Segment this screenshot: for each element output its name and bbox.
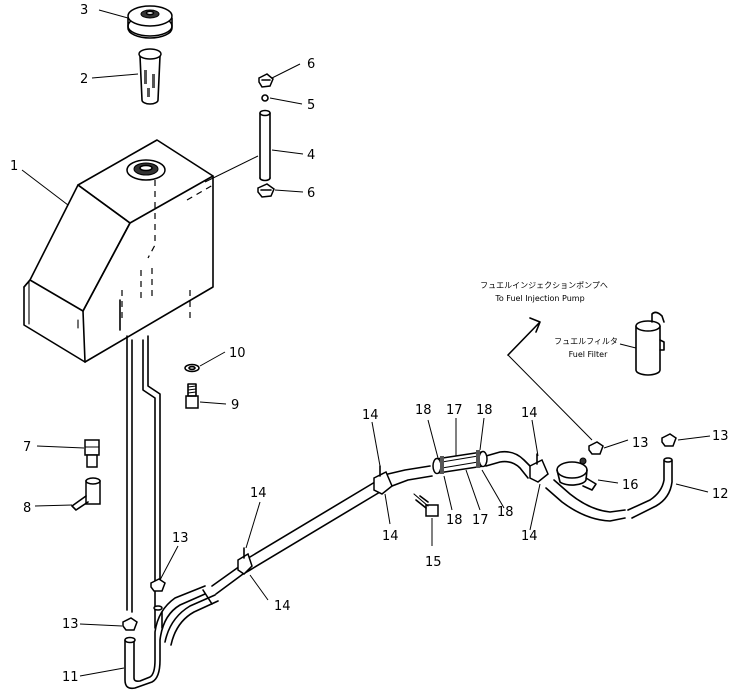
- callout-5: 5: [307, 98, 315, 113]
- callout-7: 7: [23, 440, 31, 455]
- callout-16: 16: [622, 478, 639, 493]
- callout-3: 3: [80, 3, 88, 18]
- return-hose: [627, 457, 673, 519]
- to-pump-arrow: [507, 317, 593, 441]
- callout-8: 8: [23, 501, 31, 516]
- callout-17-b: 17: [472, 513, 489, 528]
- elbow-fitting: [71, 477, 101, 511]
- callout-numbers: 3 2 6 5 4 6 1 10 9 7 8 13 13 11 14 14 14…: [10, 3, 729, 685]
- o-ring: [261, 94, 269, 102]
- callout-18-d: 18: [497, 505, 514, 520]
- pump-note-jp: フュエルインジェクションポンプへ: [480, 281, 608, 290]
- filter-note-jp: フュエルフィルタ: [554, 337, 618, 346]
- pump-note-en: To Fuel Injection Pump: [494, 294, 584, 303]
- pump-note: フュエルインジェクションポンプへ To Fuel Injection Pump: [480, 281, 608, 303]
- fuel-hose: [124, 585, 219, 690]
- callout-1: 1: [10, 159, 18, 174]
- callout-13-lower: 13: [62, 617, 79, 632]
- callout-13-right: 13: [712, 429, 729, 444]
- connector-fitting: [84, 439, 100, 468]
- pipe-clip-3: [529, 453, 549, 483]
- hose-clamp-bottom: [257, 183, 275, 198]
- vent-tube: [259, 109, 271, 182]
- hose-clamps-18: [440, 450, 480, 474]
- callout-2: 2: [80, 72, 88, 87]
- hose-clamp-13-right: [661, 433, 677, 447]
- callout-14-b: 14: [274, 599, 291, 614]
- callout-13-filter: 13: [632, 436, 649, 451]
- tank-outlet-lines: [119, 299, 161, 613]
- fuel-filter: [635, 311, 665, 376]
- callout-14-f: 14: [521, 529, 538, 544]
- callout-14-c: 14: [362, 408, 379, 423]
- sediment-fitting: [556, 457, 597, 491]
- callout-10: 10: [229, 346, 246, 361]
- callout-14-d: 14: [382, 529, 399, 544]
- callout-6-top: 6: [307, 57, 315, 72]
- pipe-clip-1: [237, 547, 253, 575]
- callout-9: 9: [231, 398, 239, 413]
- callout-12: 12: [712, 487, 729, 502]
- hose-clamp-13-mid: [150, 578, 166, 592]
- callout-11: 11: [62, 670, 79, 685]
- strainer: [138, 48, 162, 105]
- callout-13-mid: 13: [172, 531, 189, 546]
- callout-14-a: 14: [250, 486, 267, 501]
- callout-6-bottom: 6: [307, 186, 315, 201]
- pipe-clip-2: [373, 465, 393, 495]
- mounting-bolt: [413, 493, 439, 517]
- fuel-tank: [23, 139, 214, 363]
- drain-plug: [185, 383, 199, 409]
- washer: [184, 363, 200, 373]
- filter-note-en: Fuel Filter: [569, 350, 608, 359]
- filler-cap: [127, 5, 173, 39]
- callout-18-b: 18: [476, 403, 493, 418]
- hose-clamp-13-filter: [588, 441, 604, 455]
- callout-15: 15: [425, 555, 442, 570]
- leader-lines: [21, 9, 711, 677]
- filter-note: フュエルフィルタ Fuel Filter: [554, 337, 618, 359]
- hose-clamp-top: [258, 73, 274, 88]
- callout-14-e: 14: [521, 406, 538, 421]
- callout-18-c: 18: [446, 513, 463, 528]
- callout-17-a: 17: [446, 403, 463, 418]
- hose-clamp-13-lower: [122, 617, 138, 631]
- callout-4: 4: [307, 148, 315, 163]
- callout-18-a: 18: [415, 403, 432, 418]
